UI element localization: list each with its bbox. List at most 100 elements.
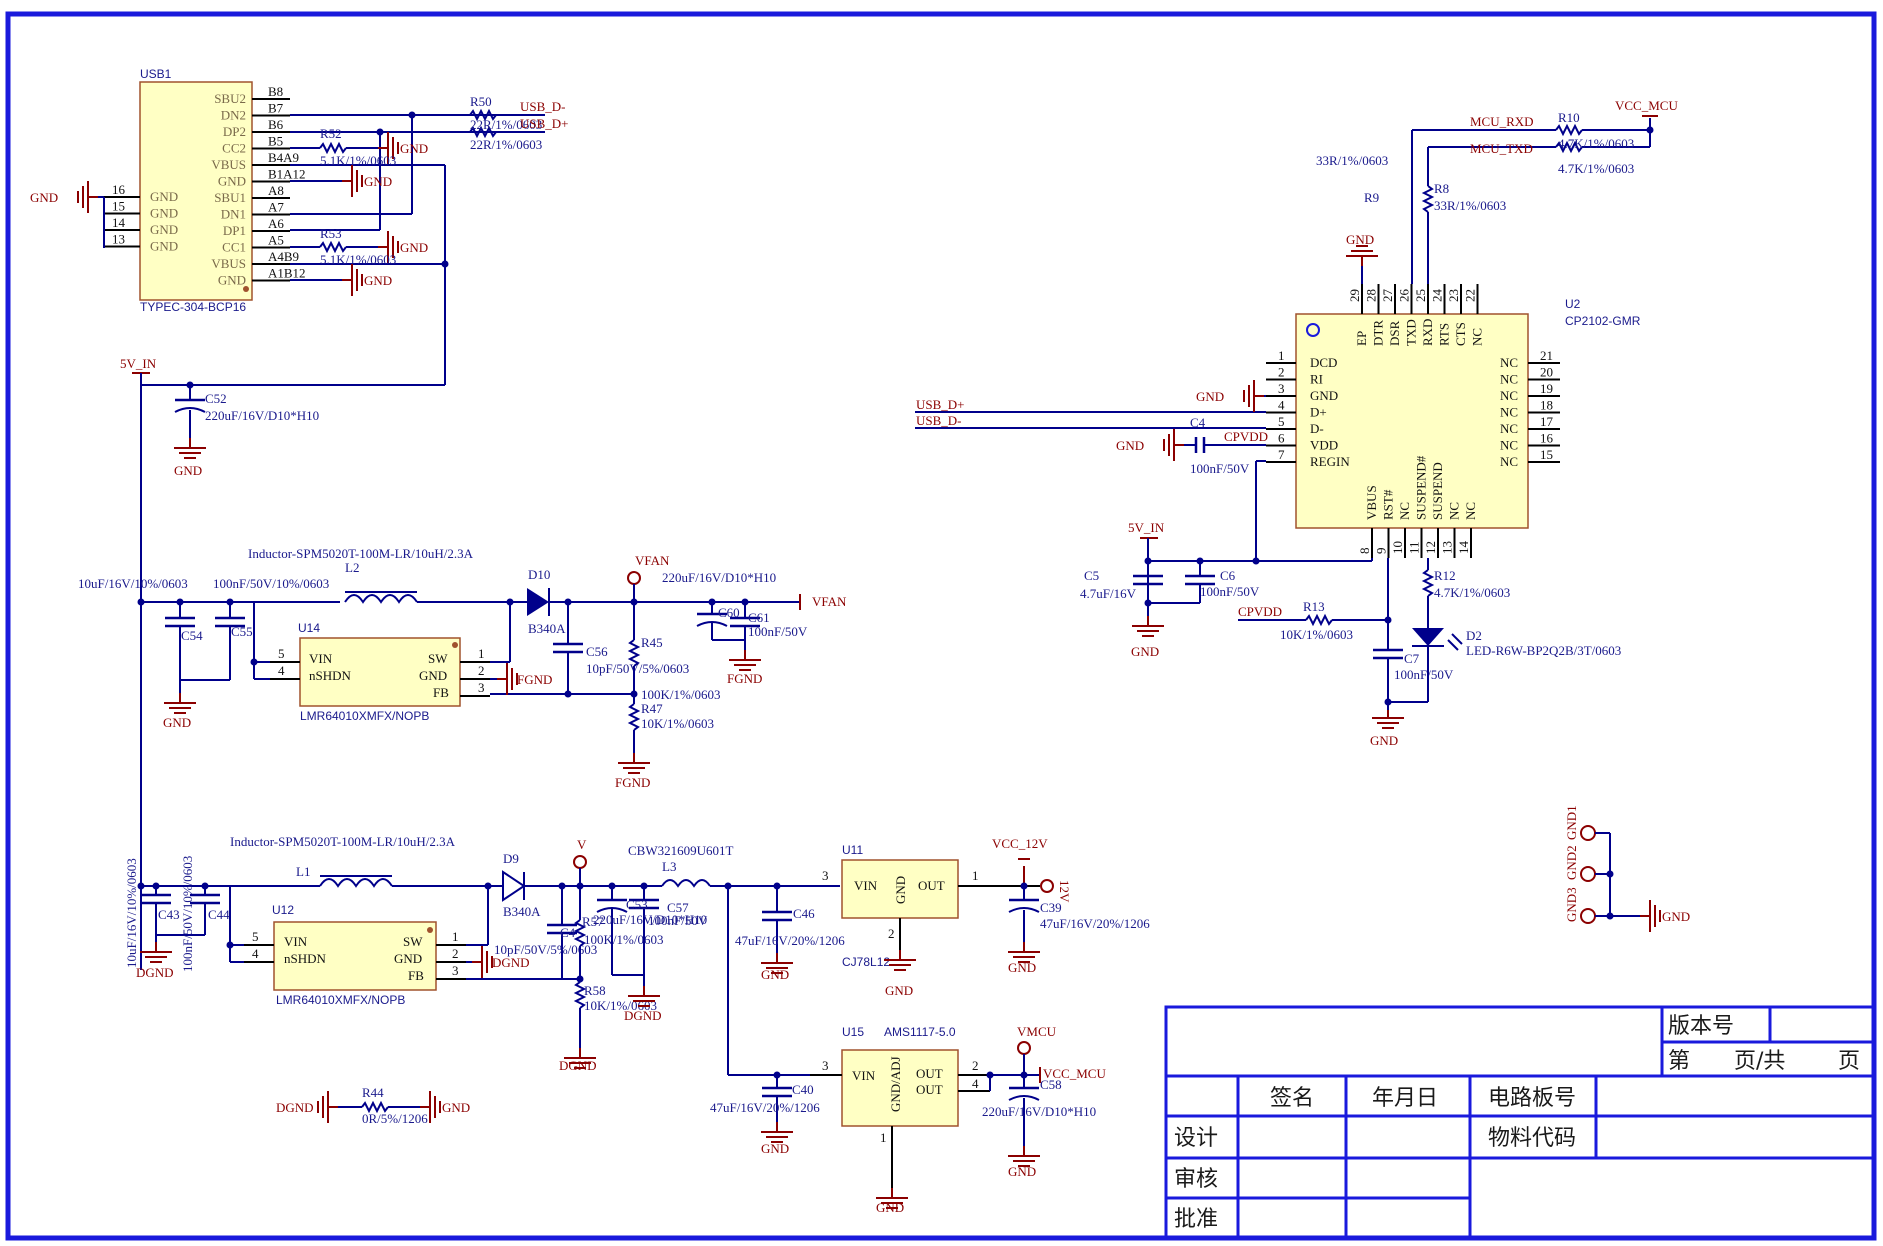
usb1-pin-num: A5 [268,233,284,248]
r44-val: 0R/5%/1206 [362,1111,428,1126]
r58-ref: R58 [584,983,606,998]
u2-bottom-pin-num: 9 [1374,548,1389,555]
u15-ref: U15 [842,1025,864,1039]
d9-ref: D9 [503,851,519,866]
l1-val: Inductor-SPM5020T-100M-LR/10uH/2.3A [230,834,456,849]
c39-val: 47uF/16V/20%/1206 [1040,916,1150,931]
l2-ref: L2 [345,560,359,575]
c54-ref: C54 [181,628,203,643]
u11-pin-vin: VIN [854,878,878,893]
gnd-label-u2-pin3: GND [1196,389,1224,404]
c55-val: 100nF/50V/10%/0603 [213,576,329,591]
r50-val: 22R/1%/0603 [470,117,542,132]
u11-pin3-num: 3 [822,868,829,883]
usb1-pin-name: DP2 [223,124,246,139]
fgnd-label-c60: FGND [727,671,762,686]
u11-part: CJ78L12 [842,955,890,969]
r47-val: 10K/1%/0603 [641,716,714,731]
u14-pin-nshdn: nSHDN [309,668,352,683]
r57-val: 100K/1%/0603 [584,932,663,947]
tb-page-mid: 页/共 [1734,1049,1785,1074]
usb1-left-pin-name: GND [150,206,178,221]
c61-ref: C61 [748,610,770,625]
u2-bottom-pin-name: RST# [1381,489,1396,520]
usb1-left-pin-name: GND [150,222,178,237]
gnd-label-c52: GND [174,463,202,478]
u2-left-pin-name: VDD [1310,438,1338,453]
u12-pin-gnd: GND [394,951,422,966]
tb-design: 设计 [1174,1126,1218,1151]
tb-review: 审核 [1174,1167,1218,1192]
u2-top-pin-name: EP [1354,331,1369,346]
d9-val: B340A [503,904,541,919]
usb1-left-pin-num: 13 [112,232,125,247]
u15-pin2-num: 2 [972,1058,979,1073]
c7-val: 100nF/50V [1394,667,1454,682]
dgnd-label-r44: DGND [276,1100,314,1115]
net-vcc-12v: VCC_12V [992,836,1048,851]
u14-boost-converter[interactable]: U14 LMR64010XMFX/NOPB [298,621,461,723]
u15-pin-out1: OUT [916,1066,943,1081]
u12-pin5-num: 5 [252,929,259,944]
r44-ref: R44 [362,1085,384,1100]
usb1-connector[interactable]: USB1 TYPEC-304-BCP16 [139,67,253,314]
tb-version: 版本号 [1668,1014,1734,1039]
u2-left-pin-num: 6 [1278,431,1285,446]
usb1-pin-num: B8 [268,84,283,99]
u12-boost-converter[interactable]: U12 LMR64010XMFX/NOPB [272,903,437,1007]
u2-top-pin-num: 26 [1397,289,1412,303]
u14-pin2-num: 2 [478,663,485,678]
usb1-pin-num: A7 [268,200,284,215]
r47-ref: R47 [641,701,663,716]
usb1-pin-name: VBUS [211,256,246,271]
v-testpoint-label: V [577,837,587,852]
vfan-net-label: VFAN [812,594,847,609]
c56-ref: C56 [586,644,608,659]
u2-right-pin-num: 19 [1540,381,1553,396]
usb1-pin-num: B1A12 [268,167,306,182]
dgnd-label-r58: DGND [559,1058,597,1073]
usb1-pin-num: A8 [268,183,284,198]
gnd1-label: GND1 [1564,805,1579,840]
gnd-label-r52: GND [400,141,428,156]
gnd-label-mount: GND [1662,909,1690,924]
c46-val: 47uF/16V/20%/1206 [735,933,845,948]
u2-top-pin-name: CTS [1453,322,1468,346]
dgnd-label-c53: DGND [624,1008,662,1023]
u2-top-pin-num: 27 [1380,289,1395,303]
u2-left-pin-num: 7 [1278,447,1285,462]
u11-regulator[interactable]: U11 CJ78L12 [841,843,959,969]
fgnd-label-u14: FGND [517,672,552,687]
c6-val: 100nF/50V [1200,584,1260,599]
u2-top-pin-num: 24 [1430,289,1445,303]
u15-pin4-num: 4 [972,1076,979,1091]
u2-cp2102[interactable]: U2 CP2102-GMR [1295,297,1641,529]
usb1-part: TYPEC-304-BCP16 [140,300,246,314]
c61-val: 100nF/50V [748,624,808,639]
u2-right-pin-name: NC [1500,388,1518,403]
u15-regulator[interactable]: U15 AMS1117-5.0 [841,1025,959,1127]
usb1-left-pin-num: 14 [112,215,126,230]
r51-val: 22R/1%/0603 [470,137,542,152]
u2-bottom-pin-name: NC [1447,502,1462,520]
r11-val: 4.7K/1%/0603 [1558,161,1634,176]
gnd2-label: GND2 [1564,845,1579,880]
u2-left-pin-name: DCD [1310,355,1337,370]
net-usb-dm-right: USB_D- [916,413,962,428]
u2-bottom-pin-num: 13 [1440,541,1455,554]
u11-pin1-num: 1 [972,868,979,883]
c55-ref: C55 [231,624,253,639]
usb1-pin-name: DN1 [221,207,246,222]
u2-left-pin-name: D+ [1310,405,1327,420]
d2-val: LED-R6W-BP2Q2B/3T/0603 [1466,643,1621,658]
u2-left-pin-num: 2 [1278,365,1285,380]
u11-pin-out: OUT [918,878,945,893]
net-cpvdd-r13: CPVDD [1238,604,1282,619]
u2-bottom-pin-num: 10 [1390,541,1405,554]
usb1-ref: USB1 [140,67,172,81]
usb1-pin-name: CC2 [222,141,246,156]
usb1-pin-num: A6 [268,216,284,231]
u2-bottom-pin-name: NC [1397,502,1412,520]
usb1-pin-num: A4B9 [268,249,299,264]
u14-pin-gnd: GND [419,668,447,683]
